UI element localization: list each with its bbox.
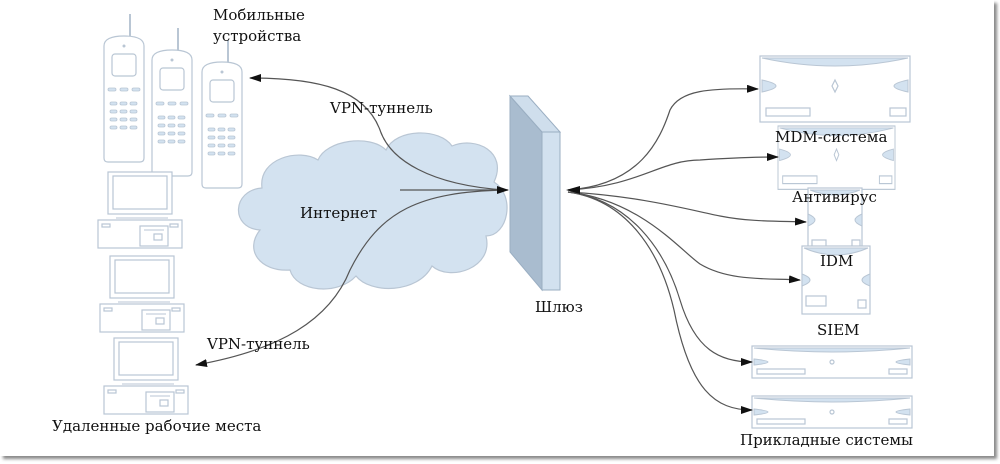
connection-links — [195, 74, 807, 414]
desktop-computer-icon — [103, 337, 189, 415]
vpn-link-mobile — [249, 74, 506, 191]
desktop-computer-icon — [99, 255, 185, 333]
internet-label: Интернет — [300, 204, 377, 222]
gateway-label: Шлюз — [535, 298, 583, 316]
arrowhead-gateway-in — [566, 186, 580, 194]
link-gateway-siem — [567, 191, 801, 284]
antivirus-label: Антивирус — [792, 188, 877, 206]
mdm-server-icon — [759, 55, 911, 123]
mobile-phone-icon — [103, 13, 145, 163]
mobile-devices-label: Мобильные — [213, 6, 305, 24]
idm-server-icon — [807, 187, 863, 253]
applied-system-rack-icon — [751, 345, 913, 379]
link-gateway-applied-1 — [567, 191, 753, 366]
vpn-link-workstation — [195, 189, 506, 368]
remote-workstations-group — [97, 171, 189, 415]
mdm-label: MDM-система — [775, 128, 887, 146]
link-gateway-mdm — [567, 84, 759, 191]
vpn-tunnel-label: VPN-туннель — [329, 99, 433, 117]
vpn-tunnel-label: VPN-туннель — [206, 335, 310, 353]
applied-systems-label: Прикладные системы — [740, 431, 913, 449]
desktop-computer-icon — [97, 171, 183, 249]
applied-system-rack-icon — [751, 395, 913, 429]
mobile-phone-icon — [151, 27, 193, 177]
gateway-firewall-icon — [508, 94, 562, 292]
mobile-phone-icon — [201, 39, 243, 189]
siem-server-icon — [801, 245, 871, 315]
cloud-icon — [237, 132, 508, 290]
remote-workplaces-label: Удаленные рабочие места — [52, 417, 261, 435]
siem-label: SIEM — [817, 321, 860, 339]
link-gateway-antivirus — [567, 153, 779, 191]
mobile-devices-label: устройства — [213, 27, 301, 45]
link-gateway-applied-2 — [567, 191, 753, 414]
idm-label: IDM — [820, 252, 853, 270]
link-gateway-idm — [567, 191, 807, 226]
